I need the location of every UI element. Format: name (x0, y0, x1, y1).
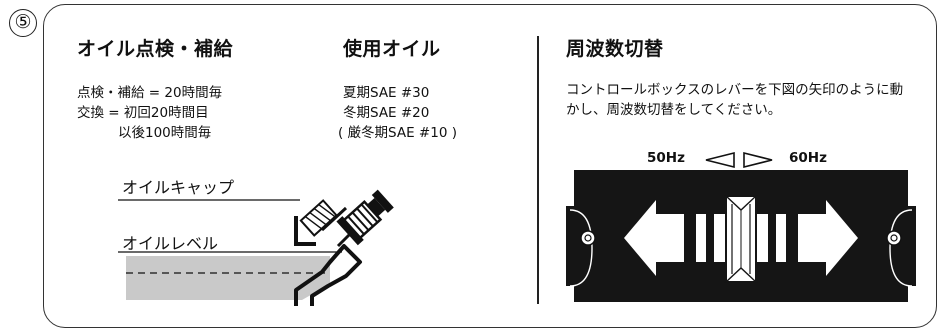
oil-cap-label: オイルキャップ (122, 178, 235, 197)
instruction-panel (43, 4, 937, 328)
left-screw-icon (580, 230, 596, 246)
right-screw-icon (886, 230, 902, 246)
frequency-title: 周波数切替 (566, 38, 664, 60)
label-50hz: 50Hz (647, 150, 685, 166)
oil-severe-winter: ( 厳冬期SAE #10 ) (338, 125, 457, 141)
oil-level-label: オイルレベル (122, 234, 219, 253)
inspect-interval: 点検・補給 = 20時間毎 (77, 85, 223, 101)
used-oil-title: 使用オイル (343, 38, 441, 60)
direction-arrows-icon (705, 151, 773, 169)
section-number: ⑤ (9, 9, 37, 37)
oil-tank-diagram (118, 189, 394, 306)
column-divider (537, 36, 539, 304)
label-60hz: 60Hz (789, 150, 827, 166)
frequency-instruction: コントロールボックスのレバーを下図の矢印のように動かし、周波数切替をしてください… (566, 82, 904, 118)
control-box-lever-diagram (566, 170, 916, 302)
exchange-after: 以後100時間毎 (118, 125, 212, 141)
exchange-first: 交換 = 初回20時間目 (77, 105, 209, 121)
oil-summer: 夏期SAE #30 (343, 85, 430, 101)
oil-winter: 冬期SAE #20 (343, 105, 430, 121)
oil-check-title: オイル点検・補給 (77, 38, 234, 60)
